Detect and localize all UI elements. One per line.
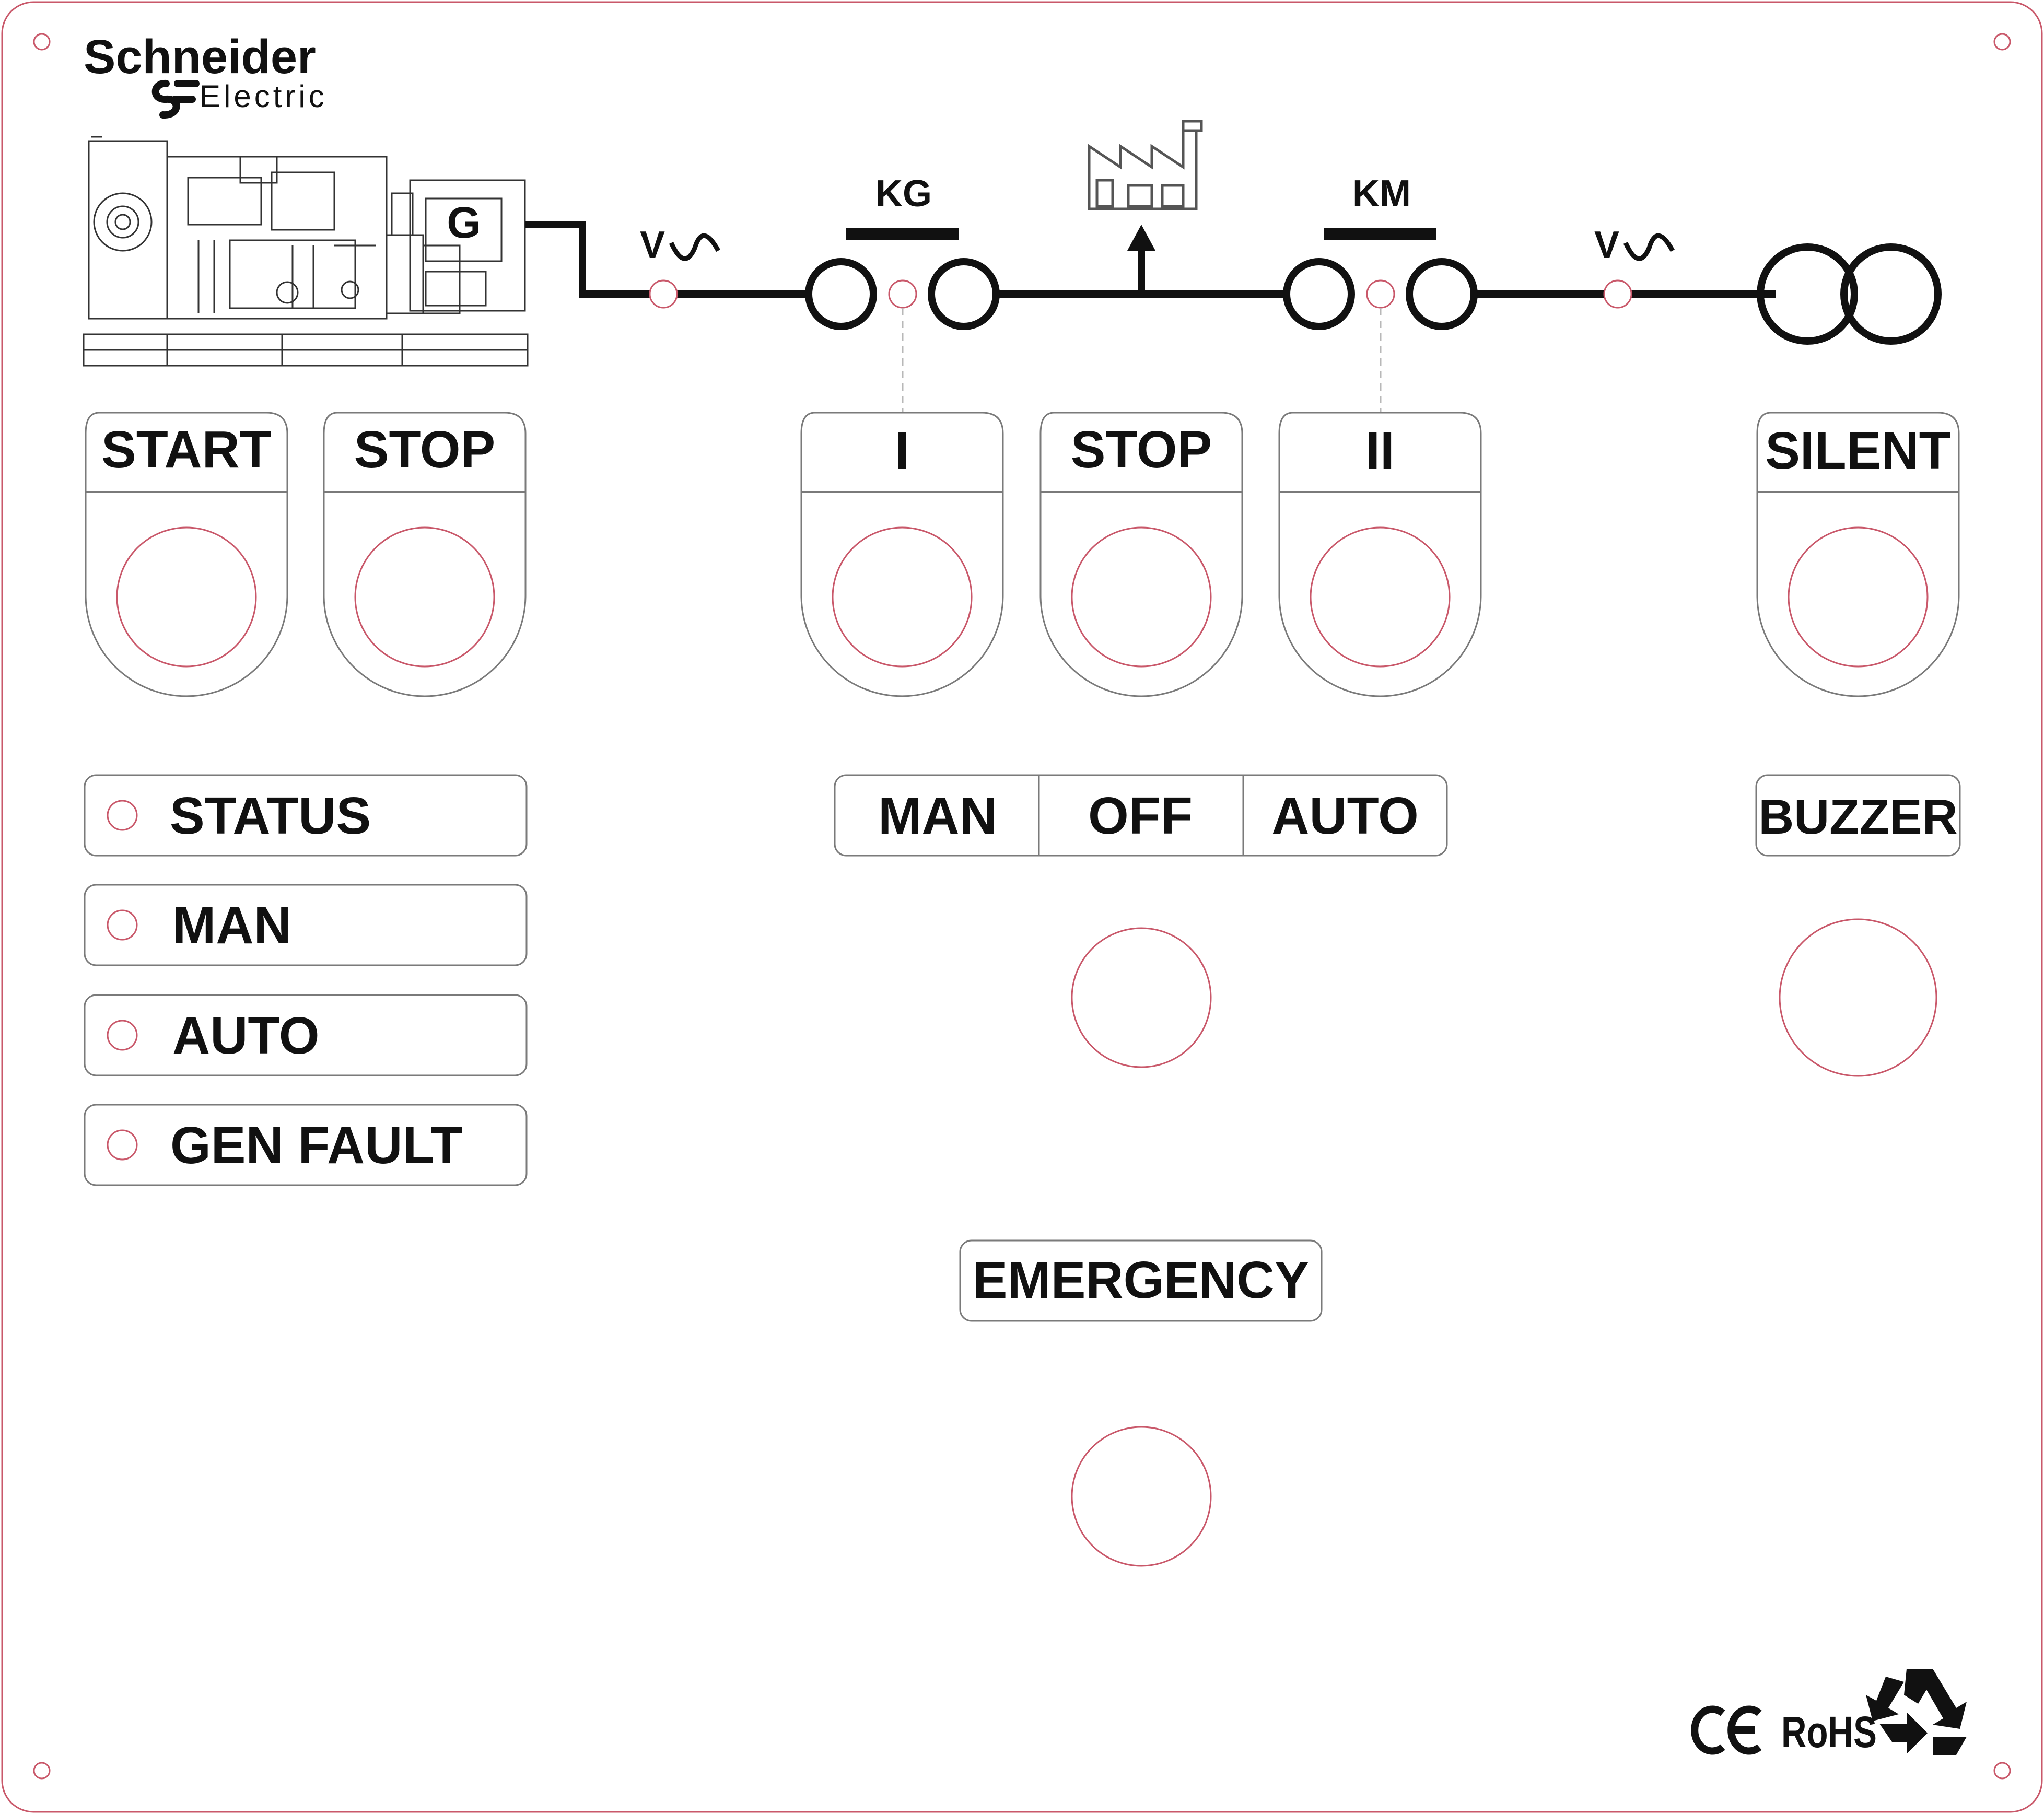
- mounting-hole: [1993, 33, 2011, 51]
- schneider-logo: Schneider Electric: [84, 30, 328, 119]
- buzzer: BUZZER: [1755, 774, 1961, 1077]
- load-arrow-head-icon: [1127, 225, 1155, 251]
- kg-contact-right: [928, 258, 1000, 330]
- start-button[interactable]: START: [85, 412, 288, 697]
- silent-button[interactable]: SILENT: [1756, 412, 1960, 697]
- transfer-stop-button[interactable]: STOP: [1039, 412, 1243, 697]
- kg-state-lamp: [888, 279, 917, 309]
- mode-selector[interactable]: MAN OFF AUTO: [834, 774, 1448, 857]
- transfer-stop-button-cutout: [1071, 526, 1212, 668]
- kg-close-button-label: I: [895, 422, 909, 480]
- kg-label: KG: [875, 173, 932, 215]
- ce-mark-icon: [1691, 1705, 1762, 1755]
- transfer-stop-button-label: STOP: [1071, 420, 1212, 479]
- indicator-label: GEN FAULT: [170, 1116, 462, 1175]
- km-contact-right: [1406, 258, 1478, 330]
- recycle-icon: [1866, 1669, 1967, 1755]
- start-button-label: START: [101, 420, 272, 479]
- indicator-lamp: [107, 1020, 138, 1051]
- indicator-label: AUTO: [172, 1007, 320, 1065]
- generator-feeder-line: [525, 221, 807, 298]
- indicator-man: MAN: [84, 884, 528, 966]
- engine-stop-button-label: STOP: [354, 420, 495, 479]
- generator-sine-icon: [669, 233, 720, 261]
- brand-name: Schneider: [84, 30, 316, 84]
- generator-voltage-lamp: [649, 279, 678, 309]
- indicator-gen-fault: GEN FAULT: [84, 1104, 528, 1186]
- indicator-label: MAN: [172, 896, 291, 955]
- transformer-coil-left: [1757, 243, 1858, 345]
- emergency-stop[interactable]: EMERGENCY: [959, 1239, 1323, 1567]
- km-contact-left: [1283, 258, 1355, 330]
- km-state-lamp: [1366, 279, 1395, 309]
- kg-close-button[interactable]: I: [800, 412, 1004, 697]
- mode-selector-frame: [834, 774, 1448, 857]
- indicator-lamp: [107, 800, 138, 831]
- indicator-status: STATUS: [84, 774, 528, 857]
- brand-sub: Electric: [200, 79, 328, 114]
- buzzer-cutout: [1779, 918, 1937, 1077]
- mode-selector-cutout[interactable]: [1071, 927, 1212, 1068]
- engine-stop-button-cutout: [354, 526, 495, 668]
- silent-button-label: SILENT: [1765, 422, 1951, 480]
- emergency-label-plate: [959, 1239, 1323, 1322]
- factory-icon: [1088, 120, 1203, 210]
- indicator-lamp: [107, 909, 138, 941]
- indicator-label: STATUS: [170, 787, 371, 845]
- rohs-mark: RoHS: [1781, 1708, 1877, 1757]
- buzzer-label: BUZZER: [1758, 789, 1957, 844]
- buzzer-label-plate: [1755, 774, 1961, 857]
- engine-stop-button[interactable]: STOP: [323, 412, 527, 697]
- kg-contact-left: [805, 258, 877, 330]
- line-pilot-lamps: [649, 279, 1632, 309]
- mains-voltage-lamp: [1603, 279, 1632, 309]
- indicator-lamp: [107, 1129, 138, 1161]
- brand-mark-icon: [151, 80, 200, 119]
- km-close-button[interactable]: II: [1278, 412, 1482, 697]
- mounting-holes: [33, 33, 2011, 1780]
- mains-voltage-label: V: [1594, 224, 1619, 266]
- emergency-label: EMERGENCY: [973, 1251, 1310, 1309]
- mains-sine-icon: [1623, 233, 1675, 261]
- mode-option-auto[interactable]: AUTO: [1271, 787, 1419, 845]
- generator-voltage-label: V: [640, 224, 665, 266]
- generator-label: G: [447, 198, 481, 247]
- km-label: KM: [1352, 173, 1411, 215]
- mode-option-man[interactable]: MAN: [878, 787, 997, 845]
- silent-button-cutout: [1788, 526, 1929, 668]
- lamp-guide-lines: [902, 308, 1382, 413]
- mounting-hole: [1993, 1762, 2011, 1780]
- transformer-coil-right: [1840, 243, 1942, 345]
- generator-set-icon: [83, 136, 529, 367]
- emergency-stop-cutout: [1071, 1426, 1212, 1567]
- km-close-button-cutout: [1310, 526, 1451, 668]
- indicator-auto: AUTO: [84, 994, 528, 1076]
- start-button-cutout: [116, 526, 257, 668]
- mounting-hole: [33, 33, 51, 51]
- mounting-hole: [33, 1762, 51, 1780]
- km-close-button-label: II: [1365, 422, 1395, 480]
- kg-close-button-cutout: [832, 526, 973, 668]
- mode-option-off[interactable]: OFF: [1088, 787, 1193, 845]
